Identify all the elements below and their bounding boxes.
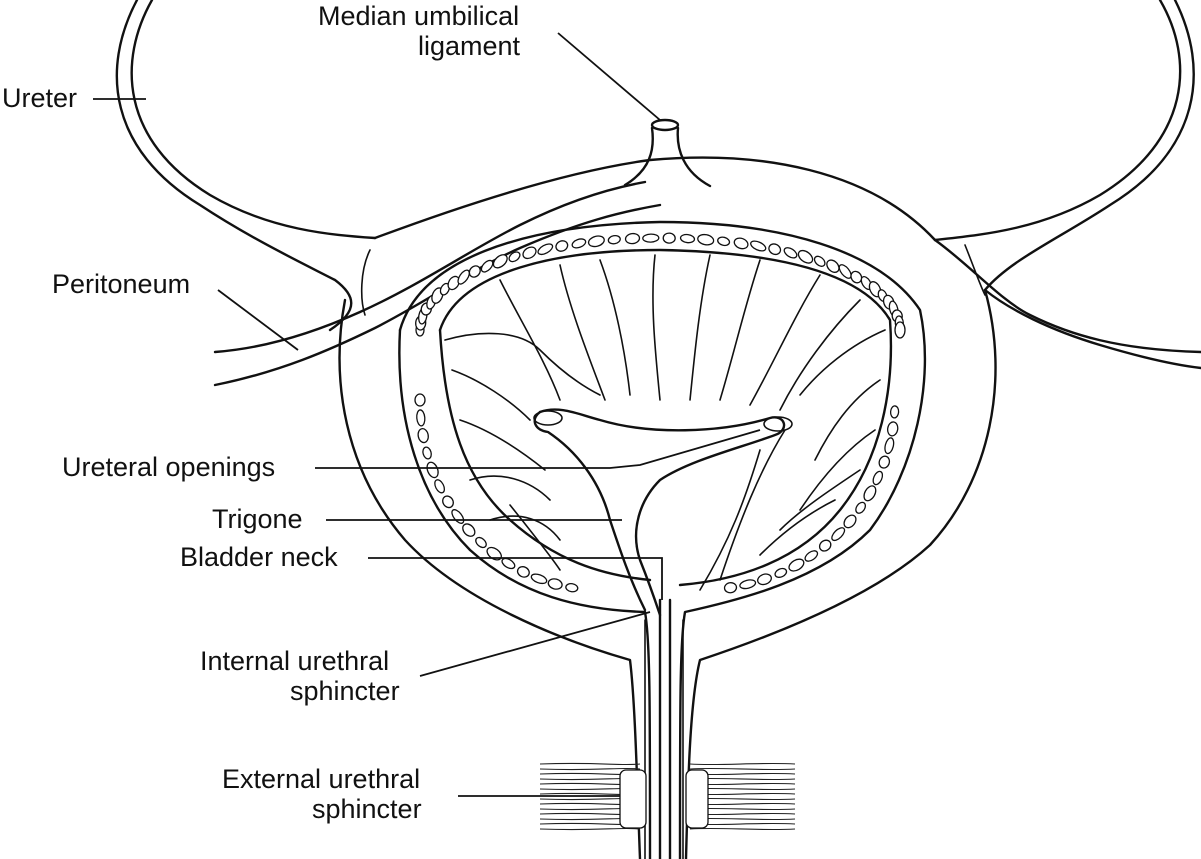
wall-cell	[565, 582, 579, 593]
wall-cell	[607, 234, 621, 245]
wall-cell	[416, 409, 426, 427]
wall-cell	[451, 509, 465, 524]
wall-cell	[826, 259, 840, 273]
muscle-fiber	[539, 762, 641, 766]
left-ureter	[115, 0, 377, 332]
wall-cell	[662, 232, 676, 244]
leader-bladder-neck	[368, 557, 663, 600]
wall-cell	[426, 461, 439, 479]
wall-cell	[831, 527, 846, 542]
wall-cell	[587, 235, 605, 248]
wall-cell	[417, 428, 429, 444]
wall-cell	[642, 233, 660, 243]
label-median-umbilical-2: ligament	[418, 31, 521, 61]
wall-cell	[739, 579, 757, 590]
wall-cell	[537, 243, 554, 256]
muscle-fiber	[539, 827, 641, 831]
peritoneum	[213, 156, 1201, 387]
wall-cells	[414, 232, 906, 594]
wall-cell	[447, 275, 460, 291]
wall-cell	[886, 421, 899, 437]
wall-cell	[757, 573, 772, 586]
wall-cell	[422, 446, 432, 460]
leader-lines	[93, 32, 761, 797]
wall-cell	[462, 523, 476, 537]
wall-cell	[508, 251, 521, 263]
wall-cell	[894, 321, 906, 339]
leader-median-umbilical	[557, 32, 661, 121]
wall-cell	[768, 243, 782, 256]
wall-cell	[475, 536, 487, 549]
wall-cell	[679, 233, 696, 244]
wall-cell	[783, 247, 798, 259]
wall-cell	[468, 265, 481, 278]
label-internal-sphincter-1: Internal urethral	[200, 646, 389, 676]
wall-cell	[697, 233, 715, 246]
wall-cell	[516, 566, 530, 578]
wall-cell	[492, 254, 508, 269]
wall-cell	[889, 405, 900, 419]
label-trigone: Trigone	[212, 504, 303, 534]
bladder-outer-wall	[338, 288, 997, 859]
wall-cell	[863, 485, 877, 502]
wall-cell	[774, 567, 788, 578]
wall-cell	[501, 557, 516, 570]
wall-cell	[818, 539, 832, 552]
wall-cell	[530, 573, 548, 585]
wall-cell	[414, 393, 426, 407]
wall-cell	[843, 514, 857, 529]
muscle-fiber	[689, 762, 796, 766]
label-median-umbilical-1: Median umbilical	[318, 1, 519, 31]
wall-cell	[555, 240, 569, 252]
wall-cell	[838, 264, 852, 279]
wall-cell	[457, 269, 470, 285]
wall-cell	[717, 236, 731, 247]
muscle-fiber	[689, 827, 796, 831]
median-umbilical-ligament	[623, 118, 712, 188]
wall-cell	[797, 249, 814, 264]
label-bladder-neck: Bladder neck	[180, 542, 338, 572]
muscle-fiber	[539, 767, 641, 771]
wall-cell	[855, 501, 867, 514]
wall-cell	[571, 238, 587, 249]
label-external-sphincter-2: sphincter	[312, 794, 422, 824]
label-ureteral-openings: Ureteral openings	[62, 452, 275, 482]
muscle-fiber	[689, 767, 796, 771]
wall-cell	[522, 246, 537, 260]
mucosal-folds	[444, 254, 886, 591]
wall-cell	[788, 558, 805, 572]
trigone	[533, 408, 793, 617]
wall-cell	[442, 495, 454, 509]
right-ureter	[933, 0, 1195, 292]
label-external-sphincter-1: External urethral	[222, 764, 420, 794]
wall-cell	[486, 546, 502, 561]
wall-cell	[878, 455, 891, 469]
wall-cell	[850, 270, 863, 284]
label-ureter: Ureter	[2, 83, 77, 113]
leader-peritoneum	[217, 289, 299, 351]
leader-ureteral-openings	[315, 429, 761, 469]
wall-cell	[547, 578, 563, 590]
wall-cell	[804, 550, 819, 562]
wall-cell	[750, 240, 767, 252]
leader-internal-sphincter	[419, 611, 651, 677]
wall-cell	[480, 259, 494, 273]
wall-cell	[872, 470, 884, 486]
label-internal-sphincter-2: sphincter	[290, 676, 400, 706]
wall-cell	[813, 255, 826, 267]
wall-cell	[884, 437, 895, 455]
wall-cell	[434, 479, 446, 494]
external-sphincter-blocks	[619, 769, 709, 829]
wall-cell	[624, 232, 641, 245]
wall-cell	[733, 237, 749, 250]
wall-cell	[723, 582, 738, 594]
label-peritoneum: Peritoneum	[52, 269, 190, 299]
labels: Median umbilical ligament Ureter Periton…	[2, 1, 521, 824]
